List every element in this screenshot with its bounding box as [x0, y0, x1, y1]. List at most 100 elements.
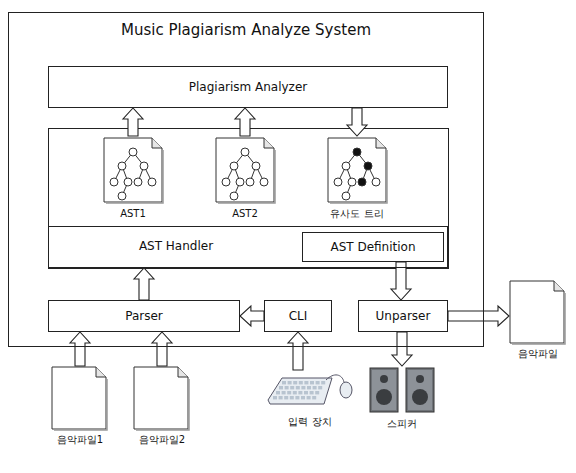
keyboard-icon — [262, 370, 358, 414]
document-outline — [134, 367, 188, 429]
document-outline — [510, 281, 564, 343]
component-label: Plagiarism Analyzer — [189, 80, 307, 94]
tree-document-icon — [212, 136, 278, 206]
keyboard-key — [318, 386, 322, 389]
keyboard-key — [315, 391, 319, 394]
input-device-node: 입력 장치 — [262, 370, 358, 432]
tree-node — [134, 178, 142, 186]
file-node: 음악파일 — [506, 280, 570, 364]
component-box: Parser — [48, 300, 240, 332]
tree-node — [364, 162, 372, 170]
tree-node — [334, 178, 342, 186]
speaker-face — [408, 370, 432, 410]
icon-caption: 스피커 — [344, 418, 460, 430]
handler-band: AST Handler AST Definition — [48, 226, 448, 268]
block-arrow — [392, 332, 412, 366]
icon-caption: AST1 — [80, 208, 186, 220]
icon-caption: AST2 — [192, 208, 298, 220]
file-node: 음악파일2 — [130, 366, 194, 456]
tree-node-icon: AST1 — [100, 136, 166, 222]
document-shadow — [218, 150, 275, 203]
keyboard-key — [321, 381, 325, 384]
block-arrow — [288, 332, 308, 370]
tree-node — [110, 178, 118, 186]
tree-node — [118, 162, 126, 170]
tree-node — [260, 178, 268, 186]
keyboard-key — [295, 396, 299, 399]
tree-node — [124, 178, 132, 186]
tree-node — [342, 192, 350, 200]
block-arrow — [235, 108, 255, 136]
speaker-woofer — [376, 389, 392, 405]
speaker-tweeter — [416, 375, 424, 383]
tree-node — [230, 162, 238, 170]
keyboard-key — [301, 386, 305, 389]
keyboard-key — [276, 391, 280, 394]
keyboard-key — [284, 396, 288, 399]
document-outline — [104, 138, 162, 202]
tree-node-icon: AST2 — [212, 136, 278, 222]
keyboard-key — [304, 381, 308, 384]
keyboard-key — [312, 396, 316, 399]
keyboard-key — [307, 396, 311, 399]
keyboard-key — [316, 381, 320, 384]
tree-node — [246, 178, 254, 186]
document-fold — [152, 138, 162, 148]
component-label: Unparser — [376, 309, 431, 323]
keyboard-key — [273, 396, 277, 399]
block-arrow — [134, 268, 154, 300]
component-label: CLI — [289, 309, 308, 323]
band-label: AST Handler — [49, 239, 303, 253]
tree-node — [118, 192, 126, 200]
component-box: Plagiarism Analyzer — [48, 66, 448, 108]
keyboard-key — [310, 391, 314, 394]
document-shadow — [136, 379, 189, 430]
icon-caption: 입력 장치 — [242, 416, 378, 428]
block-arrow — [448, 306, 509, 326]
icon-caption: 음악파일 — [486, 348, 576, 360]
music-file-icon — [509, 280, 567, 346]
document-fold — [376, 138, 386, 148]
document-shadow — [106, 150, 163, 203]
keyboard-key — [279, 386, 283, 389]
speaker-cabinet — [370, 368, 398, 412]
component-label: AST Definition — [330, 240, 415, 254]
component-box: AST Definition — [302, 232, 444, 262]
mouse-body — [340, 382, 352, 398]
keyboard-body — [268, 378, 332, 404]
keyboard-key — [287, 391, 291, 394]
speaker-face — [372, 370, 396, 410]
keyboard-key — [310, 381, 314, 384]
block-arrow — [240, 306, 264, 326]
speaker-tweeter — [380, 375, 388, 383]
tree-node — [353, 148, 361, 156]
keyboard-key — [296, 386, 300, 389]
document-shadow — [54, 379, 107, 430]
keyboard-key — [285, 386, 289, 389]
document-fold — [554, 281, 564, 291]
component-label: Parser — [125, 309, 163, 323]
speaker-woofer — [412, 389, 428, 405]
tree-node — [222, 178, 230, 186]
keyboard-key — [279, 396, 283, 399]
tree-document-icon — [100, 136, 166, 206]
tree-node — [129, 148, 137, 156]
component-box: CLI — [264, 300, 332, 332]
document-fold — [178, 367, 188, 377]
tree-node — [230, 192, 238, 200]
block-arrow — [347, 108, 367, 136]
tree-node — [140, 162, 148, 170]
tree-node — [348, 178, 356, 186]
block-arrow — [123, 108, 143, 136]
keyboard-key — [282, 381, 286, 384]
document-fold — [96, 367, 106, 377]
speaker-node: 스피커 — [364, 366, 440, 436]
document-outline — [216, 138, 274, 202]
tree-node-icon: 유사도 트리 — [324, 136, 390, 222]
keyboard-key — [288, 381, 292, 384]
tree-node — [358, 178, 366, 186]
component-box: Unparser — [358, 300, 448, 332]
system-boundary: Music Plagiarism Analyze SystemPlagiaris… — [8, 12, 484, 347]
file-node: 음악파일1 — [48, 366, 112, 456]
